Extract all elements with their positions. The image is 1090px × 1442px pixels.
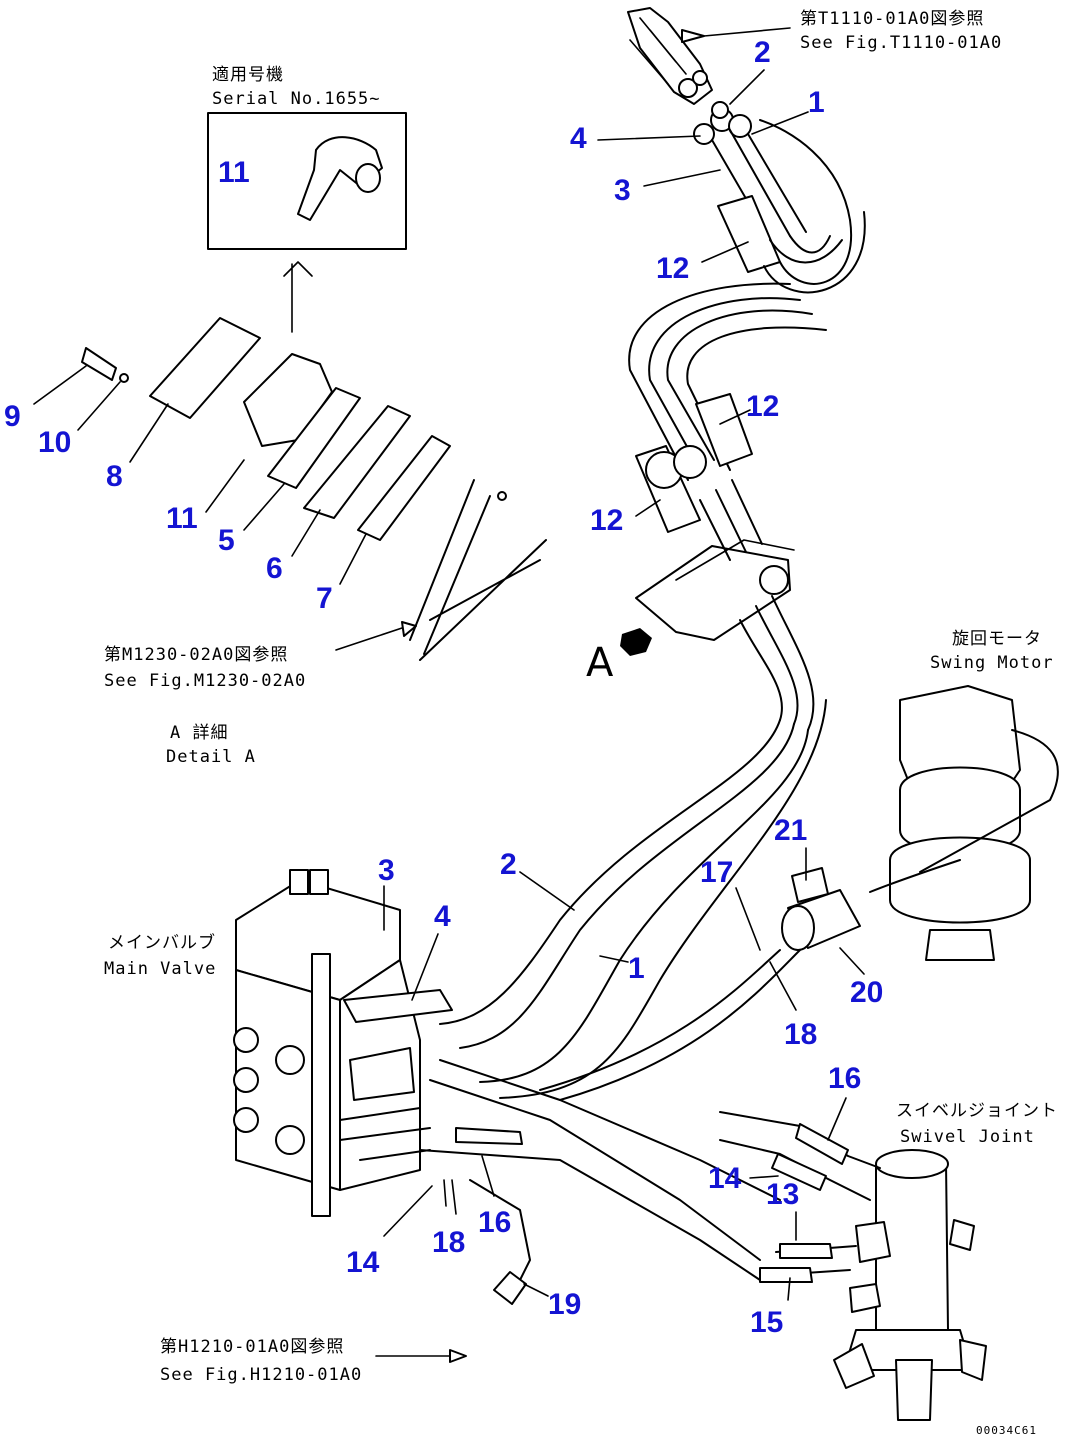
- swing-motor-en: Swing Motor: [930, 653, 1054, 673]
- serial-label-jp: 適用号機: [212, 65, 284, 85]
- top-ref-leader: [703, 27, 791, 37]
- swing-motor: [869, 685, 1059, 961]
- bracket-detail-a: [620, 479, 815, 731]
- callout-13: 13: [766, 1178, 799, 1211]
- callout-8: 8: [106, 460, 123, 493]
- callout-7: 7: [316, 582, 333, 615]
- callout-14b: 14: [346, 1246, 380, 1279]
- detail-label-jp: A 詳細: [170, 723, 228, 743]
- callout-9: 9: [4, 400, 21, 433]
- callout-12b: 12: [746, 390, 779, 423]
- swivel-joint: [719, 1111, 987, 1421]
- main-valve-jp: メインバルブ: [108, 932, 216, 953]
- callout-18a: 18: [784, 1018, 817, 1051]
- mid-ref-en: See Fig.M1230-02A0: [104, 671, 306, 691]
- callout-3a: 3: [614, 174, 631, 207]
- detail-arrow: [283, 261, 313, 333]
- serial-label-en: Serial No.1655~: [212, 89, 381, 109]
- bottom-ref-en: See Fig.H1210-01A0: [160, 1365, 362, 1385]
- callout-2b: 2: [500, 848, 517, 881]
- callout-14a: 14: [708, 1162, 742, 1195]
- callout-19: 19: [548, 1288, 581, 1321]
- callout-20: 20: [850, 976, 883, 1009]
- callout-labels: 1 1 2 2 3 3 4 4 5 6 7 8 9 10 11 11 12 12…: [4, 36, 883, 1339]
- serial-box: [207, 112, 407, 250]
- main-valve-en: Main Valve: [104, 959, 216, 979]
- callout-1a: 1: [808, 86, 825, 119]
- callout-6: 6: [266, 552, 283, 585]
- callout-11b: 11: [166, 502, 198, 535]
- hose-clamp-20: [539, 867, 861, 1101]
- leader-lines: [33, 69, 865, 1301]
- callout-21: 21: [774, 814, 807, 847]
- callout-15: 15: [750, 1306, 783, 1339]
- swing-motor-jp: 旋回モータ: [952, 629, 1042, 649]
- callout-12c: 12: [590, 504, 623, 537]
- callout-10: 10: [38, 426, 71, 459]
- swivel-joint-en: Swivel Joint: [900, 1127, 1035, 1147]
- callout-5: 5: [218, 524, 235, 557]
- long-hoses: [439, 699, 827, 1099]
- callout-4b: 4: [434, 900, 451, 933]
- top-fittings: [627, 7, 713, 105]
- mid-ref-jp: 第M1230-02A0図参照: [104, 645, 288, 665]
- top-ref-jp: 第T1110-01A0図参照: [800, 9, 984, 29]
- callout-1b: 1: [628, 952, 645, 985]
- callout-17: 17: [700, 856, 733, 889]
- main-valve: [233, 869, 781, 1305]
- callout-3b: 3: [378, 854, 395, 887]
- callout-12a: 12: [656, 252, 689, 285]
- bottom-ref-jp: 第H1210-01A0図参照: [160, 1337, 344, 1357]
- callout-16a: 16: [828, 1062, 861, 1095]
- clamp-group-12: [635, 393, 753, 533]
- swivel-joint-jp: スイベルジョイント: [896, 1101, 1058, 1121]
- callout-16b: 16: [478, 1206, 511, 1239]
- callout-2a: 2: [754, 36, 771, 69]
- upper-hose-bundle: [628, 101, 866, 481]
- callout-11a: 11: [218, 156, 250, 189]
- detail-label-en: Detail A: [166, 747, 256, 767]
- ref-arrows: [335, 621, 467, 1363]
- detail-letter: A: [586, 640, 614, 686]
- callout-4a: 4: [570, 122, 587, 155]
- top-ref-en: See Fig.T1110-01A0: [800, 33, 1002, 53]
- callout-18b: 18: [432, 1226, 465, 1259]
- clamp-assembly: [81, 317, 547, 661]
- drawing-number: 00034C61: [976, 1424, 1037, 1437]
